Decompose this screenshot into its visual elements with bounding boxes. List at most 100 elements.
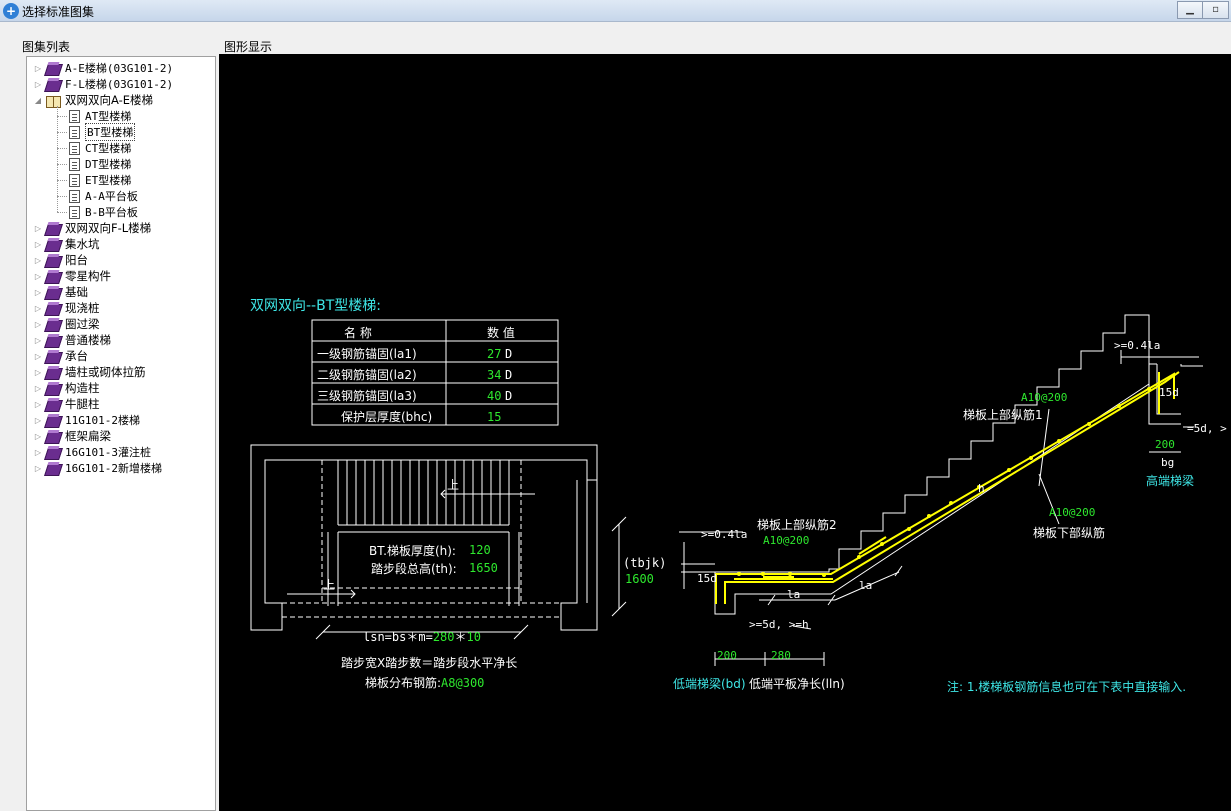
table-row-unit: D — [505, 389, 513, 403]
lsn-bs-value[interactable]: 280 — [432, 630, 455, 644]
document-icon — [69, 189, 80, 203]
expand-arrow-icon[interactable]: ▷ — [34, 383, 42, 393]
table-row-value[interactable]: 27 — [487, 347, 502, 361]
tree-item[interactable]: ▷F-L楼梯(03G101-2) — [33, 76, 173, 92]
tree-item[interactable]: ▷双网双向F-L楼梯 — [33, 220, 151, 236]
expand-arrow-icon[interactable]: ▷ — [34, 255, 42, 265]
dist-value[interactable]: A8@300 — [441, 676, 485, 690]
expand-arrow-icon[interactable]: ▷ — [34, 431, 42, 441]
expand-arrow-icon[interactable]: ▷ — [34, 271, 42, 281]
tbjk-value[interactable]: 1600 — [625, 572, 654, 586]
tree-item[interactable]: ▷ 圈过梁 — [33, 316, 100, 332]
table-row-value[interactable]: 15 — [487, 410, 502, 424]
tree-child-item[interactable]: AT型楼梯 — [69, 108, 131, 124]
tree-child-label: DT型楼梯 — [85, 158, 132, 171]
table-row-value[interactable]: 40 — [487, 389, 502, 403]
five-d-right-label: =5d, > — [1187, 422, 1227, 435]
tree-item-label: 阳台 — [65, 253, 88, 267]
atlas-tree[interactable]: ▷ A-E楼梯(03G101-2)▷F-L楼梯(03G101-2) ◢ 双网双向A-E… — [26, 56, 216, 811]
lsn-formula: lsn=bs＊m=280＊10 — [363, 628, 481, 645]
document-icon — [69, 125, 80, 139]
tree-item[interactable]: ▷ 11G101-2楼梯 — [33, 412, 140, 428]
tree-item-label: 圈过梁 — [65, 317, 100, 331]
right-hook-15d: 15d — [1159, 386, 1179, 399]
maximize-button[interactable]: ▫ — [1203, 1, 1229, 19]
tree-child-item[interactable]: CT型楼梯 — [69, 140, 131, 156]
tree-connector-line — [57, 116, 67, 117]
la-label-2: la — [859, 579, 873, 592]
tree-connector-line — [57, 132, 67, 133]
distribution-rebar: 梯板分布钢筋:A8@300 — [365, 674, 484, 691]
lln-value[interactable]: 280 — [771, 649, 791, 662]
drawing-panel-label: 图形显示 — [224, 40, 273, 54]
bg-value[interactable]: 200 — [1155, 438, 1175, 451]
book-icon — [45, 222, 61, 235]
tree-item-label: 墙柱或砌体拉筋 — [65, 365, 146, 379]
tree-item[interactable]: ▷ 阳台 — [33, 252, 88, 268]
book-icon — [45, 430, 61, 443]
expand-arrow-icon[interactable]: ▷ — [34, 447, 42, 457]
expand-arrow-icon[interactable]: ▷ — [34, 351, 42, 361]
h-label: h — [978, 482, 985, 495]
tree-item[interactable]: ▷框架扁梁 — [33, 428, 111, 444]
tree-item-label: 11G101-2楼梯 — [65, 414, 140, 427]
expand-arrow-icon[interactable]: ▷ — [34, 63, 42, 73]
top-rebar-value[interactable]: A10@200 — [1021, 391, 1068, 404]
tree-item-label: A-E楼梯(03G101-2) — [65, 62, 174, 75]
bd-value[interactable]: 200 — [717, 649, 737, 662]
tree-child-label: BT型楼梯 — [85, 123, 136, 141]
lsn-m-value[interactable]: 10 — [466, 630, 481, 644]
expand-arrow-icon[interactable]: ▷ — [34, 399, 42, 409]
tree-child-item[interactable]: ET型楼梯 — [69, 172, 131, 188]
expand-arrow-icon[interactable]: ▷ — [34, 303, 42, 313]
tree-child-item[interactable]: B-B平台板 — [69, 204, 138, 220]
tree-item[interactable]: ▷ 承台 — [33, 348, 88, 364]
tree-item[interactable]: ▷集水坑 — [33, 236, 100, 252]
tree-item[interactable]: ▷牛腿柱 — [33, 396, 100, 412]
tree-child-item[interactable]: BT型楼梯 — [69, 123, 136, 141]
expand-arrow-icon[interactable]: ▷ — [34, 287, 42, 297]
expand-arrow-icon[interactable]: ▷ — [34, 79, 42, 89]
table-header-value: 数 值 — [487, 326, 515, 340]
minimize-button[interactable]: ▁ — [1177, 1, 1203, 19]
tree-item[interactable]: ◢ 双网双向A-E楼梯 — [33, 92, 153, 108]
tree-item[interactable]: ▷普通楼梯 — [33, 332, 111, 348]
expand-arrow-icon[interactable]: ▷ — [34, 463, 42, 473]
table-row-value[interactable]: 34 — [487, 368, 502, 382]
tree-item[interactable]: ▷ 16G101-3灌注桩 — [33, 444, 151, 460]
table-row-name: 一级钢筋锚固(la1) — [317, 347, 417, 361]
left-rebar-value[interactable]: A10@200 — [763, 534, 810, 547]
tree-item[interactable]: ▷ A-E楼梯(03G101-2) — [33, 60, 173, 76]
tree-item[interactable]: ▷ 墙柱或砌体拉筋 — [33, 364, 146, 380]
book-icon — [45, 414, 61, 427]
expand-arrow-icon[interactable]: ▷ — [34, 367, 42, 377]
bd-label: 低端梯梁(bd) — [673, 677, 746, 691]
table-row-name: 保护层厚度(bhc) — [341, 410, 433, 424]
collapse-arrow-icon[interactable]: ◢ — [34, 95, 42, 105]
tree-child-item[interactable]: A-A平台板 — [69, 188, 138, 204]
tree-item[interactable]: ▷基础 — [33, 284, 88, 300]
tree-item-label: 16G101-3灌注桩 — [65, 446, 151, 459]
tree-item-label: 承台 — [65, 349, 88, 363]
tree-connector-line — [57, 148, 67, 149]
tree-item[interactable]: ▷现浇桩 — [33, 300, 100, 316]
tree-child-item[interactable]: DT型楼梯 — [69, 156, 131, 172]
tree-item[interactable]: ▷16G101-2新增楼梯 — [33, 460, 162, 476]
expand-arrow-icon[interactable]: ▷ — [34, 223, 42, 233]
thickness-value[interactable]: 120 — [469, 543, 491, 557]
expand-arrow-icon[interactable]: ▷ — [34, 415, 42, 425]
tree-item[interactable]: ▷ 构造柱 — [33, 380, 100, 396]
tree-item-label: 双网双向A-E楼梯 — [65, 93, 154, 107]
expand-arrow-icon[interactable]: ▷ — [34, 319, 42, 329]
expand-arrow-icon[interactable]: ▷ — [34, 335, 42, 345]
tree-item-label: 构造柱 — [65, 381, 100, 395]
bottom-rebar-value[interactable]: A10@200 — [1049, 506, 1096, 519]
height-value[interactable]: 1650 — [469, 561, 498, 575]
tree-child-label: CT型楼梯 — [85, 142, 132, 155]
lower-bar-label: 梯板下部纵筋 — [1033, 526, 1106, 540]
expand-arrow-icon[interactable]: ▷ — [34, 239, 42, 249]
book-icon — [45, 334, 61, 347]
book-icon — [45, 78, 61, 91]
book-icon — [45, 350, 61, 363]
tree-item[interactable]: ▷零星构件 — [33, 268, 111, 284]
